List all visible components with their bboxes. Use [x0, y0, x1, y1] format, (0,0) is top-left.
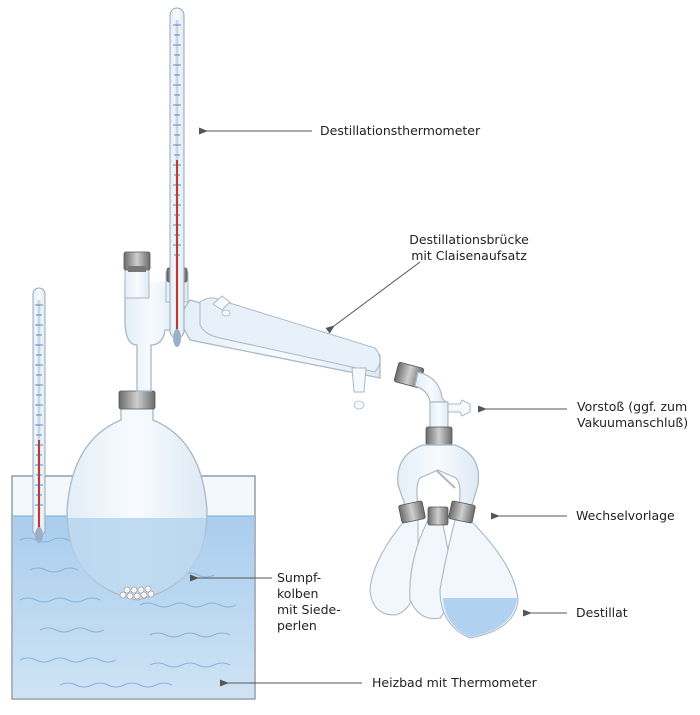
label-sumpf-line3: mit Siede- — [277, 602, 341, 617]
label-bridge-line1: Destillationsbrücke — [409, 232, 529, 247]
adapter-joint — [425, 426, 453, 446]
label-vorstoss: Vorstoß (ggf. zum Vakuumanschluß) — [577, 399, 688, 431]
label-vorstoss-line1: Vorstoß (ggf. zum — [577, 399, 688, 414]
distillate-liquid — [443, 598, 517, 637]
label-destillat: Destillat — [576, 605, 628, 620]
arrow-bridge — [325, 261, 421, 334]
boiling-chips — [119, 585, 155, 600]
label-sumpfkolben: Sumpf- kolben mit Siede- perlen — [277, 570, 341, 634]
vacuum-adapter — [425, 399, 471, 489]
cow-receiver — [369, 444, 519, 639]
bath-thermometer — [32, 287, 46, 543]
label-thermometer: Destillationsthermometer — [320, 123, 481, 138]
round-bottom-flask — [66, 390, 208, 601]
label-bridge-line2: mit Claisenaufsatz — [411, 248, 527, 263]
flask-joint — [118, 390, 156, 410]
receiver-flask-right — [439, 519, 519, 639]
label-arrows — [190, 127, 567, 687]
label-sumpf-line4: perlen — [277, 618, 317, 633]
label-vorstoss-line2: Vakuumanschluß) — [577, 415, 689, 430]
label-heizbad: Heizbad mit Thermometer — [372, 675, 537, 690]
label-sumpf-line2: kolben — [277, 586, 319, 601]
distillation-thermometer — [169, 7, 185, 347]
label-bridge: Destillationsbrücke mit Claisenaufsatz — [404, 232, 534, 264]
label-sumpf-line1: Sumpf- — [277, 570, 322, 585]
label-wechselvorlage: Wechselvorlage — [576, 508, 675, 523]
